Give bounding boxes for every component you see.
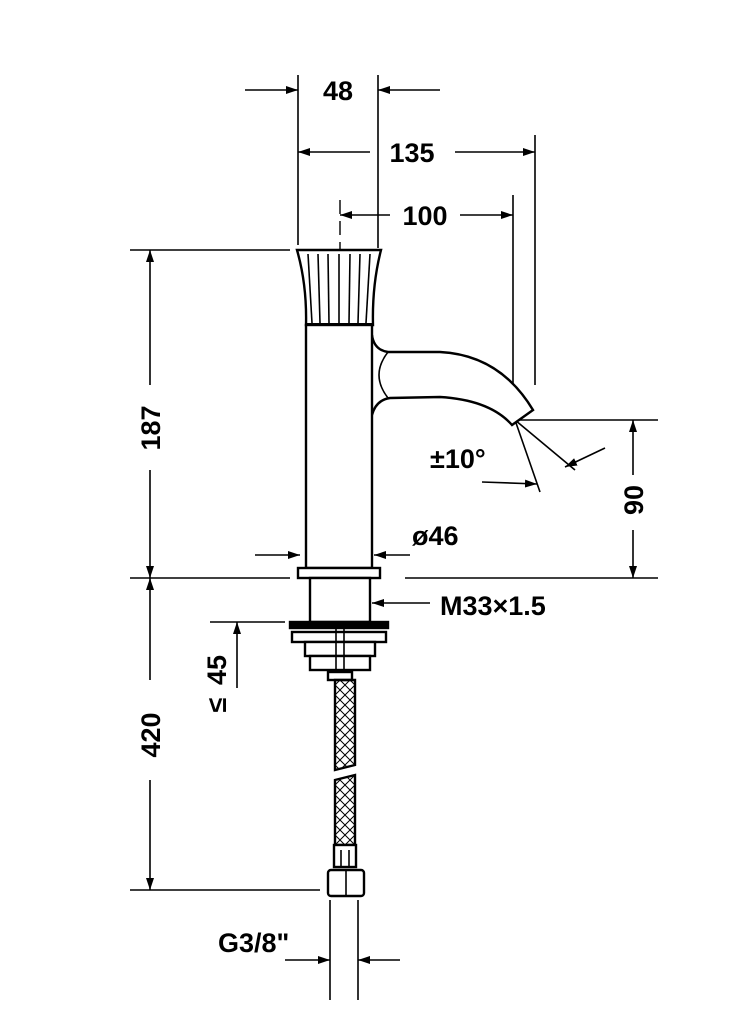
dim-48: 48 — [323, 76, 353, 106]
dim-135: 135 — [389, 138, 434, 168]
dim-diameter-46: ø46 — [412, 521, 459, 551]
nut-lower — [308, 654, 372, 672]
dim-le-symbol: ≤ — [202, 697, 232, 712]
nut-upper — [303, 640, 377, 658]
base-ring — [296, 566, 382, 580]
dim-swivel: ±10° — [430, 444, 486, 474]
dim-45: 45 — [202, 655, 232, 685]
dim-187: 187 — [136, 405, 166, 450]
dim-420: 420 — [136, 712, 166, 757]
tap-drawing — [288, 248, 535, 898]
washer — [290, 630, 388, 644]
dim-100: 100 — [402, 201, 447, 231]
handle-flutes — [307, 253, 371, 324]
spout — [370, 334, 535, 427]
gasket — [288, 620, 390, 630]
hose-lower — [333, 773, 357, 847]
extension-lines — [130, 75, 658, 1000]
dimension-arrows — [146, 86, 637, 964]
hose-upper — [333, 678, 357, 772]
body — [304, 323, 374, 570]
dim-connection: G3/8" — [218, 928, 289, 958]
dim-thread: M33×1.5 — [440, 591, 546, 621]
threaded-shank — [308, 576, 372, 624]
dim-90: 90 — [619, 485, 649, 515]
hose-ferrule — [332, 843, 358, 869]
